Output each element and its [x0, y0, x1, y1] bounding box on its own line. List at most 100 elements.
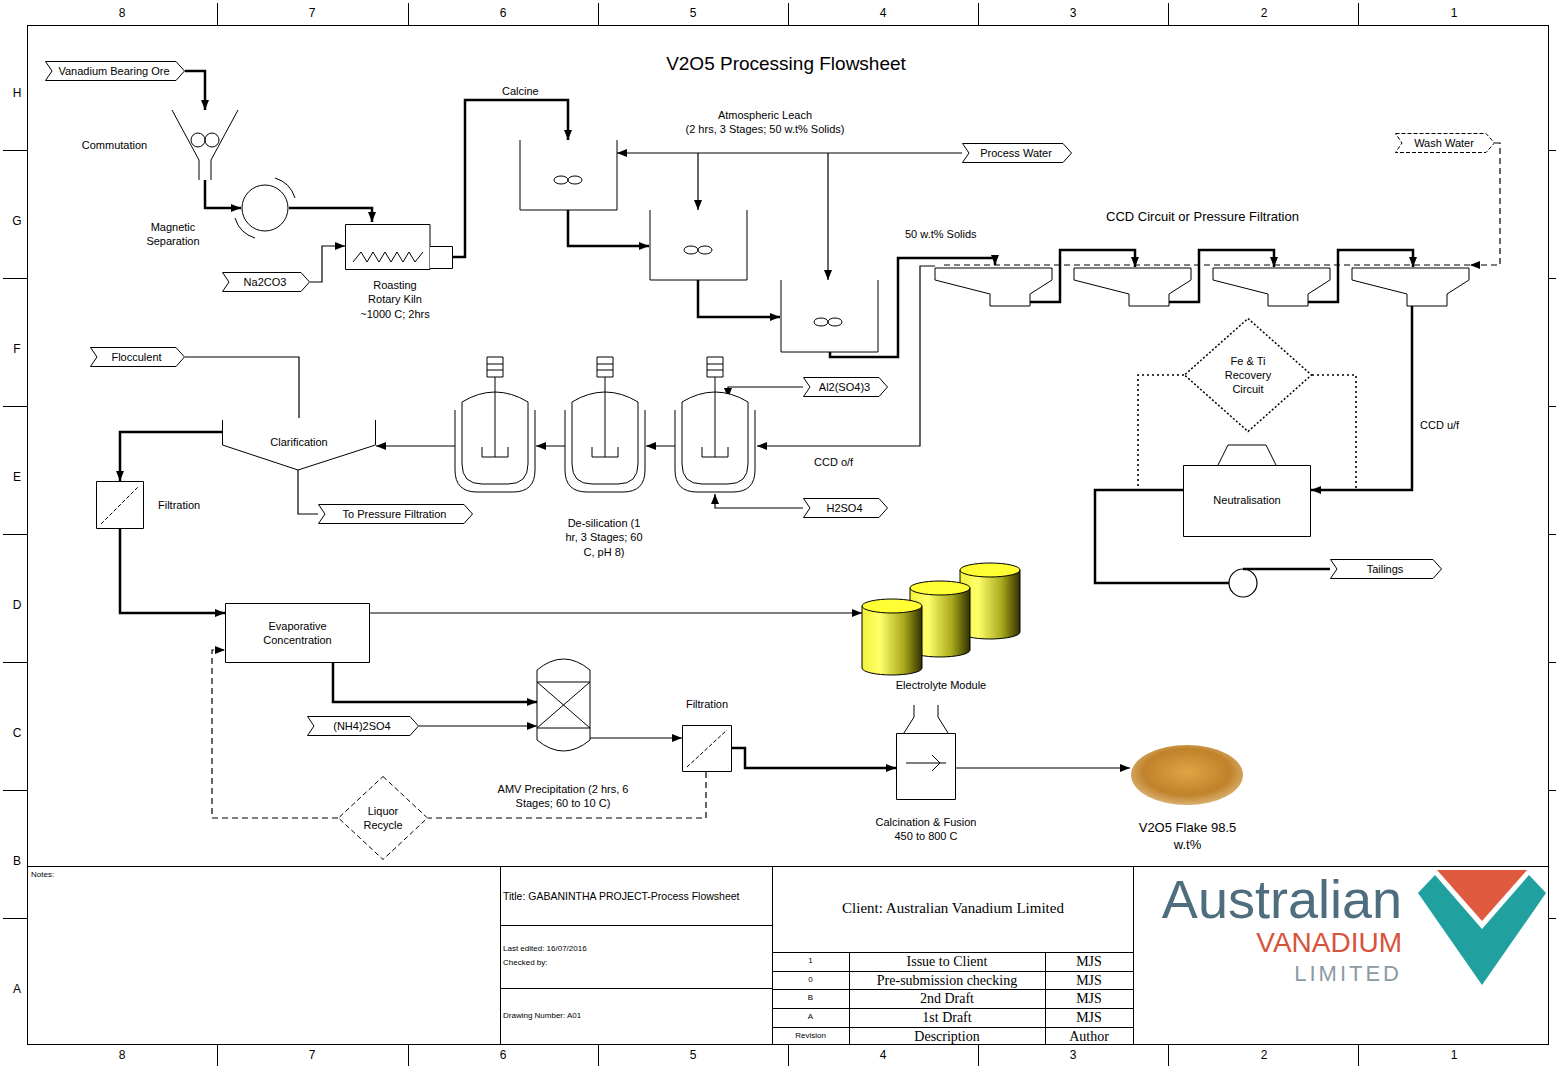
grid-letter: G — [5, 214, 29, 230]
flow-label: Calcine — [500, 84, 541, 98]
outline — [430, 247, 453, 269]
clarifier: Clarification — [222, 418, 376, 473]
line-path — [1138, 375, 1184, 490]
outline — [1074, 268, 1191, 306]
stream-flag: Tailings — [1330, 559, 1442, 579]
line-path — [428, 772, 706, 818]
node-label: Filtration — [657, 697, 757, 711]
grid-ticks — [3, 151, 27, 919]
outline — [940, 265, 1470, 266]
outline — [1396, 134, 1495, 153]
outline — [482, 377, 508, 457]
outline — [319, 505, 473, 524]
outline — [862, 606, 922, 675]
line-path — [617, 152, 962, 153]
outline — [554, 176, 568, 184]
outline — [191, 133, 205, 147]
outline — [1185, 319, 1312, 432]
node-shape — [518, 106, 880, 354]
outline — [935, 268, 1052, 306]
line-path — [289, 208, 372, 222]
grid-number: 3 — [1058, 6, 1088, 22]
flow-line — [205, 180, 241, 208]
node-shape — [241, 184, 289, 232]
node-label: Filtration — [158, 498, 218, 512]
stream-flag: Flocculent — [90, 347, 185, 367]
node-shape — [896, 705, 956, 800]
grid-letter: D — [5, 598, 29, 614]
flow-line — [1470, 143, 1500, 265]
node-label: To Pressure Filtration — [318, 504, 473, 524]
outline — [97, 482, 144, 529]
outline — [963, 144, 1072, 163]
logo-text: Australian — [1132, 872, 1402, 926]
node-label: De-silication (1 hr, 3 Stages; 60 C, pH … — [562, 516, 646, 559]
flow-line — [757, 266, 935, 446]
outline — [223, 273, 310, 292]
node-label: CCD Circuit or Pressure Filtration — [930, 209, 1475, 226]
outline — [597, 364, 613, 370]
outline — [687, 730, 727, 767]
node-label: Atmospheric Leach — [635, 108, 895, 122]
outline — [904, 705, 948, 733]
flow-line — [310, 246, 345, 282]
grid-number: 3 — [1058, 1048, 1088, 1064]
grid-number: 1 — [1439, 1048, 1469, 1064]
outline — [235, 218, 255, 238]
flow-line — [419, 726, 537, 727]
grid-number: 2 — [1249, 6, 1279, 22]
stream-flag: To Pressure Filtration — [318, 504, 473, 524]
grid-letter: A — [5, 982, 29, 998]
precipitation-vessel: AMV Precipitation (2 hrs, 6 Stages; 60 t… — [478, 652, 648, 812]
outline — [1184, 466, 1311, 537]
node-label: AMV Precipitation (2 hrs, 6 Stages; 60 t… — [483, 782, 643, 811]
flow-line — [617, 153, 962, 280]
line-branch — [697, 153, 698, 210]
flow-label: CCD u/f — [1418, 418, 1461, 432]
flow-line — [298, 470, 318, 514]
stream-flag: Na2CO3 — [222, 272, 310, 292]
outline — [897, 734, 956, 800]
revision-cell: 2nd Draft — [849, 990, 1045, 1007]
filter: Filtration — [682, 725, 732, 772]
line-path — [757, 266, 935, 446]
outline — [46, 62, 185, 81]
node-label: Process Water — [962, 143, 1072, 163]
outline — [205, 133, 219, 147]
stream-flag: Wash Water — [1395, 133, 1495, 153]
stream-flag: Al2(SO4)3 — [803, 377, 888, 397]
outline — [487, 357, 503, 377]
grid-letter: E — [5, 470, 29, 486]
grid-number: 5 — [678, 6, 708, 22]
revision-cell: Author — [1045, 1028, 1133, 1045]
revision-cell: Pre-submission checking — [849, 972, 1045, 989]
outline — [650, 210, 747, 280]
title-block-lines — [27, 866, 1549, 1045]
outline — [906, 755, 946, 771]
revision-cell: 1 — [772, 956, 849, 966]
outline — [862, 599, 922, 613]
revision-cell: MJS — [1045, 953, 1133, 970]
node-label: Flocculent — [90, 347, 185, 367]
node-label: Liquor Recycle — [338, 776, 428, 860]
flow-line — [715, 494, 803, 508]
node-shape — [452, 352, 757, 562]
outline — [275, 178, 295, 198]
notes-label: Notes: — [31, 870, 91, 880]
node-shape — [1183, 443, 1311, 537]
grid-number: 7 — [297, 1048, 327, 1064]
revision-cell: Issue to Client — [849, 953, 1045, 970]
outline — [1213, 268, 1330, 306]
outline — [91, 348, 185, 367]
node-label: Magnetic Separation — [138, 220, 208, 249]
crusher: Commutation — [172, 110, 238, 180]
outline — [226, 604, 370, 663]
line-path — [205, 180, 241, 208]
node-label: Wash Water — [1395, 133, 1495, 153]
grid-number: 2 — [1249, 1048, 1279, 1064]
grid-number: 6 — [488, 6, 518, 22]
line-path — [956, 767, 1130, 768]
node-label: Fe & Ti Recovery Circuit — [1184, 318, 1312, 432]
outline — [537, 682, 590, 728]
revision-cell: B — [772, 993, 849, 1003]
